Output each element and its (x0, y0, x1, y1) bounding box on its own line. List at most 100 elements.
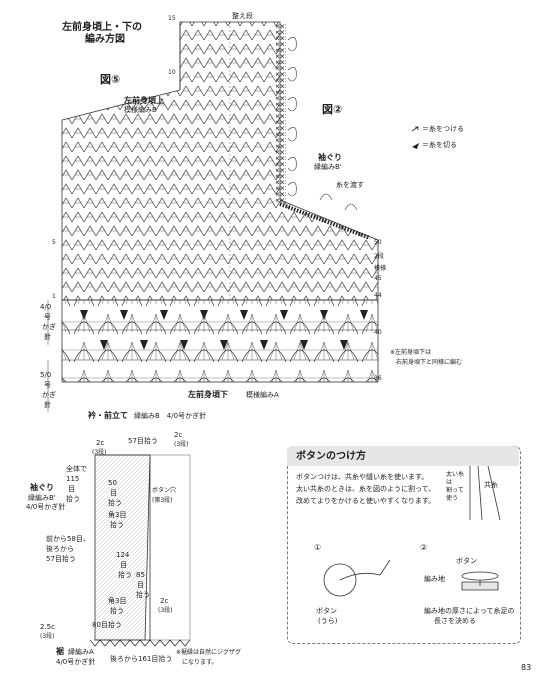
row-number-50: 50 (374, 239, 382, 246)
hook-upper-2: 号 (44, 313, 51, 321)
lower-body-title: 左前身頃下 (188, 390, 228, 399)
legend-icons (411, 126, 419, 149)
button-back-1: ボタン (316, 607, 337, 615)
zigzag-note-2: になります。 (182, 659, 218, 666)
button-illustrations (323, 465, 501, 597)
label-25c: 2.5c (40, 623, 55, 631)
button-label: ボタン (456, 557, 477, 565)
button-section-title: ボタンのつけ方 (296, 451, 366, 462)
label-50-3: 拾う (108, 499, 122, 507)
shank-note-2: 長さを決める (434, 617, 476, 625)
button-text-2: 太い共糸のときは、糸を図のように割って、 (296, 485, 436, 493)
label-3rows-right: (3段) (174, 441, 189, 448)
diagram-title-line1: 左前身頃上・下の (62, 22, 142, 33)
label-whole-2: 115 (66, 475, 80, 483)
page-number: 83 (521, 663, 532, 672)
button-text-3: 改めてよりをかけると使いやすくなります。 (296, 497, 436, 505)
label-2c-bottom: 2c (160, 597, 169, 605)
label-3rows-bottom: (3段) (158, 607, 173, 614)
row-number-1: 1 (52, 293, 56, 300)
split-label-2: は (446, 479, 453, 486)
figure2-label: 図② (322, 103, 343, 116)
hook-lower-1: 5/0 (40, 371, 52, 379)
pattern-note: 模様 (374, 265, 387, 272)
label-3rows-25c: (3段) (40, 633, 55, 640)
label-124-1: 124 (116, 551, 130, 559)
sleeve-edge-title: 袖ぐり (30, 483, 54, 492)
hem-sub2: 4/0号かぎ針 (56, 658, 96, 666)
upper-body-sub: 模様編みB (124, 106, 157, 114)
label-2c-left: 2c (96, 439, 105, 447)
top-edge-label: 整え段 (232, 12, 253, 20)
front-2: 後ろから (46, 545, 74, 553)
sleeve-edge-sub1: 縁編みB' (28, 494, 56, 502)
hem-title: 裾 (56, 647, 64, 656)
corner3-top-1: 角3目 (108, 511, 127, 519)
label-50-2: 目 (110, 489, 117, 497)
armhole-sub: 縁編みB' (314, 163, 342, 171)
corner3-top-2: 拾う (110, 521, 124, 529)
hem-sub1: 縁編みA (68, 648, 94, 656)
step2-marker: ② (420, 543, 428, 552)
lower-body-sub: 模様編みA (246, 391, 279, 399)
row-number-45: 45 (374, 275, 382, 282)
label-85-3: 拾う (136, 591, 150, 599)
hook-lower-3: かぎ (42, 391, 56, 399)
diagram-title-line2: 編み方図 (85, 34, 125, 45)
hook-lower-4: 針 (44, 401, 51, 409)
button-text-1: ボタンつけは、共糸や縫い糸を使います。 (296, 473, 429, 481)
hook-upper-1: 4/0 (40, 303, 52, 311)
label-124-2: 目 (120, 561, 127, 569)
row-number-15: 15 (168, 15, 176, 22)
row-number-40: 40 (374, 329, 382, 336)
split-label-1: 太い糸 (446, 471, 465, 478)
label-back161: 後ろから161目拾う (110, 655, 173, 663)
lower-note-1: ※左前身頃下は (390, 349, 432, 356)
collar-sub: 縁編みB 4/0号かぎ針 (134, 412, 207, 420)
knit-fabric-label: 編み地 (424, 575, 445, 583)
corner3-bottom-2: 拾う (110, 607, 124, 615)
button-section-header (287, 446, 519, 466)
label-top-stitches: 57目拾う (128, 437, 158, 445)
rows-note: 2段 (374, 253, 384, 260)
split-label-4: 使う (446, 495, 459, 502)
figure5-label: 図⑤ (100, 73, 121, 86)
lower-body-chart (61, 299, 379, 383)
label-whole-4: 拾う (66, 495, 80, 503)
front-1: 前から58目、 (46, 535, 90, 543)
shank-note-1: 編み地の厚さによって糸足の (424, 607, 515, 615)
label-50-1: 50 (108, 479, 117, 487)
lower-note-2: 右前身頃下と同様に編む (396, 359, 463, 366)
row-number-10: 10 (168, 69, 176, 76)
hook-upper-3: かぎ (42, 323, 56, 331)
label-85-1: 85 (136, 571, 145, 579)
hook-lower-2: 号 (44, 381, 51, 389)
sleeve-edge-sub2: 4/0号かぎ針 (26, 503, 66, 511)
label-2c-right: 2c (174, 431, 183, 439)
label-85-2: 目 (137, 581, 144, 589)
legend-cut: ＝糸を切る (422, 141, 457, 149)
hook-upper-4: 針 (44, 333, 51, 341)
button-back-2: (うら) (318, 617, 338, 625)
common-yarn-label: 共糸 (484, 481, 498, 489)
label-whole-1: 全体で (66, 465, 87, 473)
label-80: 80目拾う (92, 621, 122, 629)
collar-title: 衿・前立て (88, 411, 128, 420)
armhole-border-chart (276, 22, 371, 240)
row-number-5: 5 (52, 239, 56, 246)
label-3rows-left: (3段) (92, 449, 107, 456)
step1-marker: ① (314, 543, 322, 552)
row-number-36: 36 (374, 375, 382, 382)
split-label-3: 割って (446, 487, 464, 494)
label-124-3: 拾う (118, 571, 132, 579)
upper-body-title: 左前身頃上 (124, 96, 164, 105)
label-whole-3: 目 (68, 485, 75, 493)
button-hole-1: ボタン穴 (152, 487, 177, 494)
legend-attach: ＝糸をつける (422, 125, 464, 133)
row-number-44: 44 (374, 292, 382, 299)
front-3: 57目拾う (46, 555, 76, 563)
corner3-bottom-1: 角3目 (108, 597, 127, 605)
yarn-pass-label: 糸を渡す (336, 181, 364, 189)
button-hole-2: (第3段) (152, 497, 173, 504)
